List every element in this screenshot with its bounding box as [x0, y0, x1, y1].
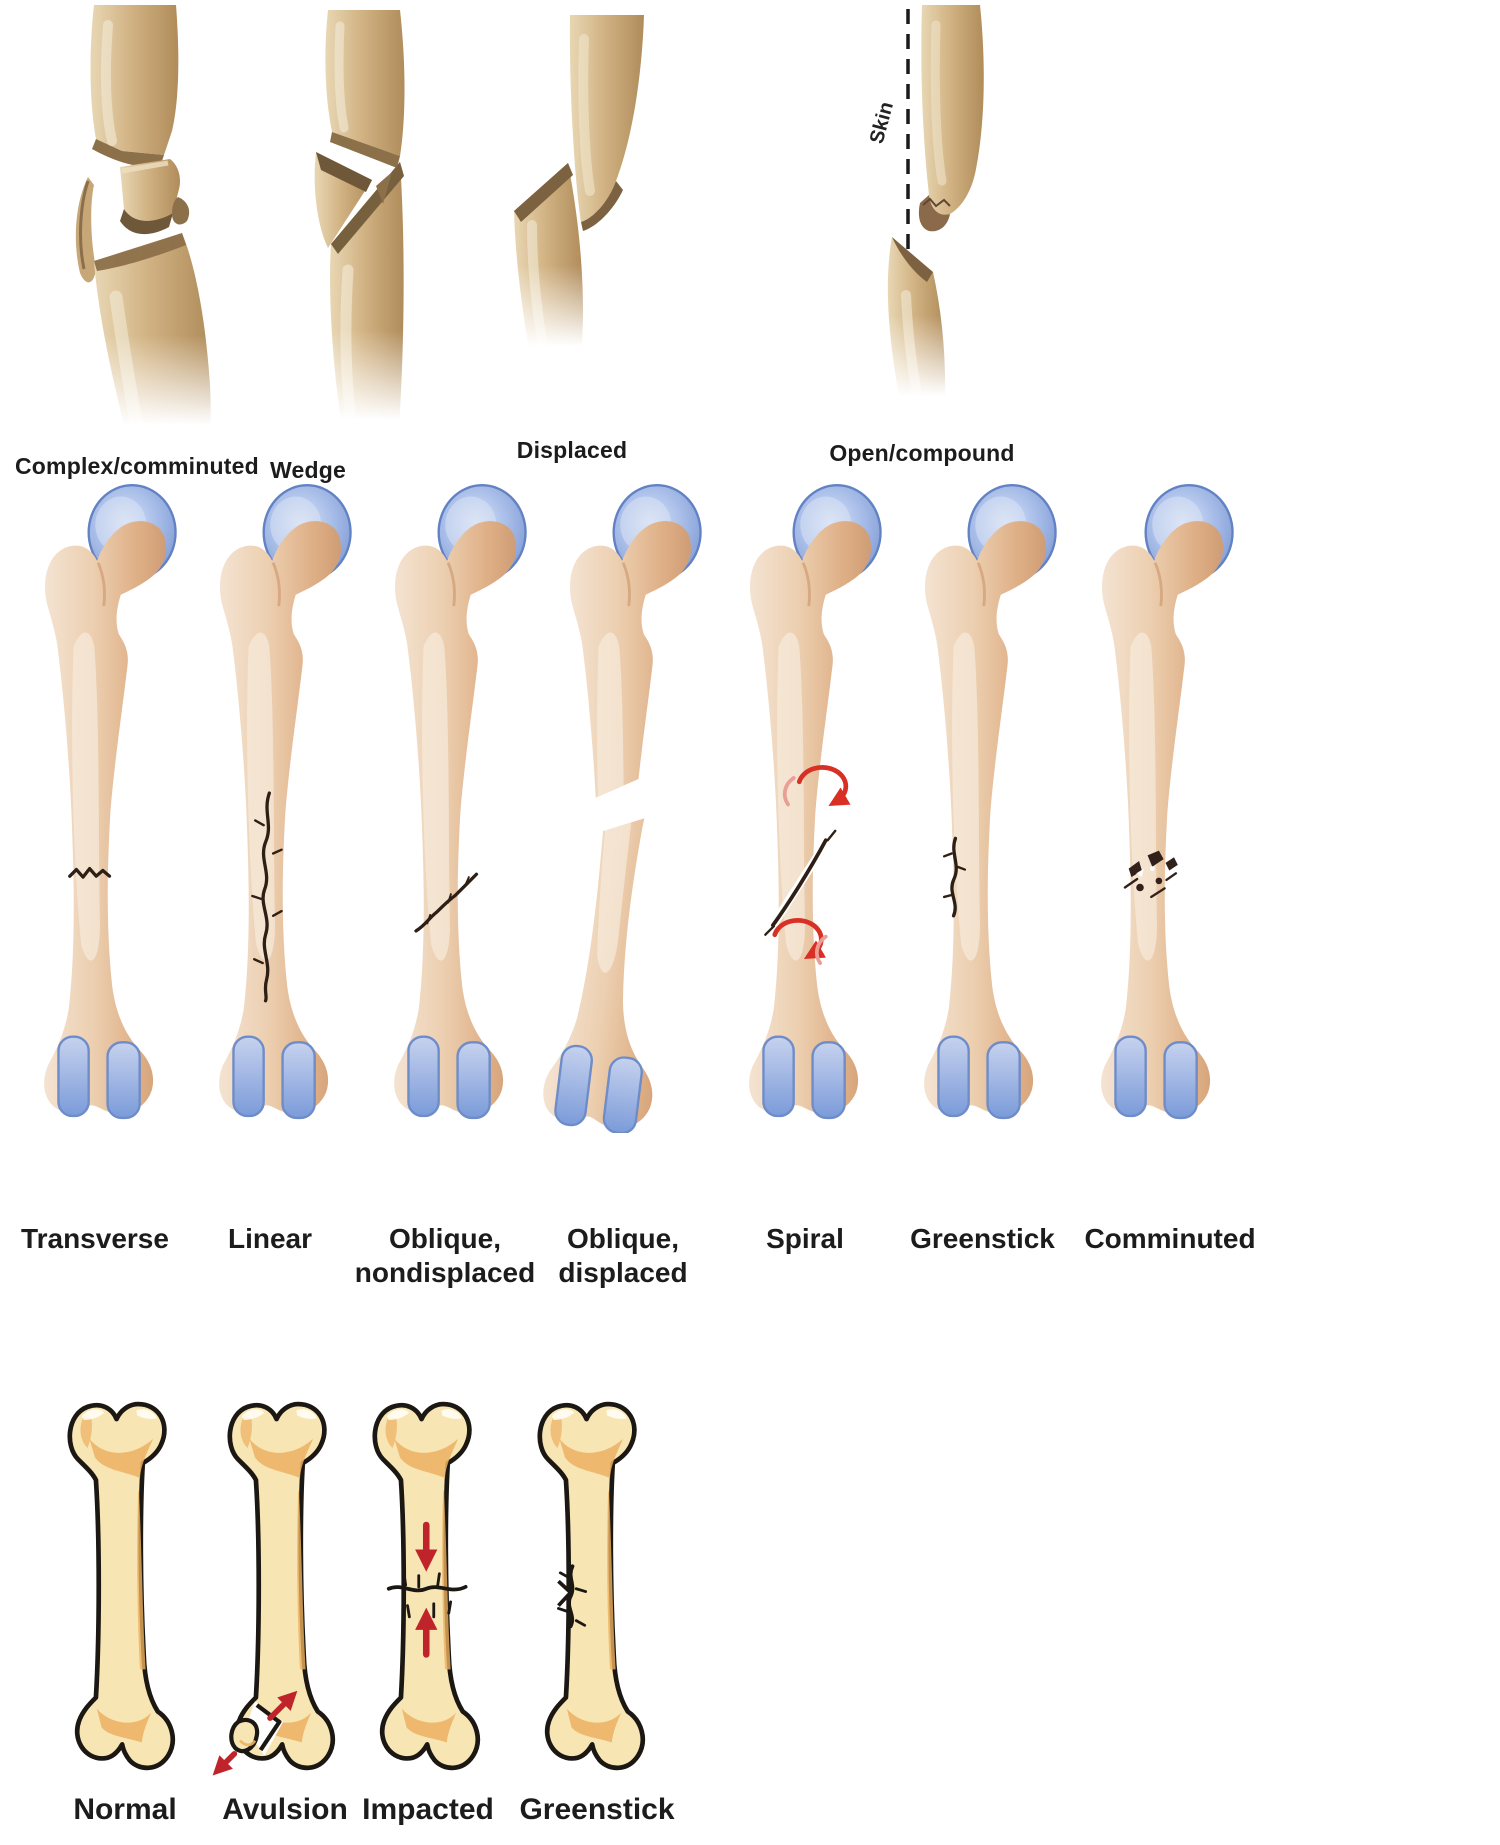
comminuted-fracture-fragments	[1123, 850, 1178, 899]
figure-linear	[190, 472, 360, 1133]
label-oblique-nondisplaced: Oblique, nondisplaced	[354, 1223, 536, 1288]
figure-spiral	[720, 472, 890, 1133]
transverse-fracture-line	[68, 866, 112, 879]
label-greenstick-bottom: Greenstick	[519, 1793, 675, 1826]
label-transverse: Transverse	[21, 1223, 169, 1254]
oblique-fracture-line	[414, 872, 479, 933]
label-wedge: Wedge	[270, 457, 346, 483]
avulsion-arrow-icon	[212, 1690, 298, 1776]
label-comminuted: Comminuted	[1084, 1223, 1256, 1254]
greenstick-fracture-line	[942, 836, 967, 918]
label-complex-comminuted: Complex/comminuted	[15, 453, 259, 479]
label-spiral: Spiral	[766, 1223, 844, 1254]
label-displaced: Displaced	[516, 437, 628, 463]
figure-normal-bone	[50, 1388, 200, 1782]
label-oblique-displaced: Oblique, displaced	[558, 1223, 688, 1288]
figure-wedge	[270, 10, 450, 430]
displaced-illustration	[480, 15, 650, 355]
figure-greenstick-bone	[520, 1388, 670, 1782]
label-open-compound: Open/compound	[829, 440, 1015, 466]
figure-greenstick-femur	[895, 472, 1065, 1133]
label-avulsion: Avulsion	[222, 1793, 348, 1826]
wedge-illustration	[270, 10, 450, 430]
label-impacted: Impacted	[362, 1793, 494, 1826]
label-greenstick: Greenstick	[910, 1223, 1055, 1254]
linear-fracture-line	[251, 791, 283, 1003]
avulsion-fracture	[229, 1701, 284, 1756]
figure-displaced	[480, 15, 650, 355]
greenstick-fracture	[557, 1564, 588, 1629]
figure-oblique-displaced	[540, 472, 710, 1133]
label-normal: Normal	[73, 1793, 177, 1826]
label-linear: Linear	[227, 1223, 313, 1254]
figure-transverse	[15, 472, 185, 1133]
figure-comminuted-femur	[1072, 472, 1242, 1133]
impacted-fracture-line	[386, 1570, 468, 1619]
open-compound-illustration	[790, 5, 990, 405]
figure-avulsion-bone	[210, 1388, 360, 1782]
figure-open-compound	[790, 5, 990, 405]
rotation-arrow-icon	[772, 765, 851, 965]
figure-impacted-bone	[355, 1388, 505, 1782]
spiral-fracture-line	[764, 829, 837, 936]
figure-oblique-nondisplaced	[365, 472, 535, 1133]
